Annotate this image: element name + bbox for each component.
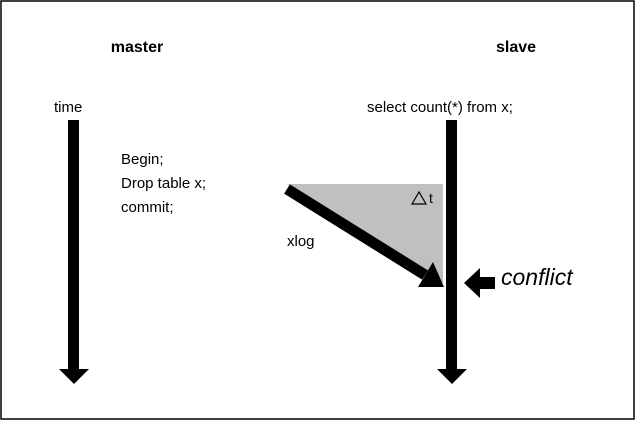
delay-label: t: [429, 190, 433, 206]
conflict-label: conflict: [501, 264, 574, 290]
master-transaction: Begin; Drop table x; commit;: [121, 151, 206, 216]
slave-query: select count(*) from x;: [367, 99, 513, 116]
transaction-line: Drop table x;: [121, 175, 206, 192]
time-label: time: [54, 99, 82, 116]
delta-t-label: t: [410, 190, 433, 206]
conflict-arrow: [464, 268, 495, 298]
transaction-line: Begin;: [121, 151, 164, 168]
xlog-arrow: [284, 184, 444, 287]
xlog-label: xlog: [287, 233, 315, 250]
slave-title: slave: [496, 39, 536, 56]
master-title: master: [111, 39, 163, 56]
transaction-line: commit;: [121, 199, 174, 216]
slave-timeline-arrow: [437, 120, 467, 384]
master-timeline-arrow: [59, 120, 89, 384]
delta-icon: [410, 190, 428, 205]
